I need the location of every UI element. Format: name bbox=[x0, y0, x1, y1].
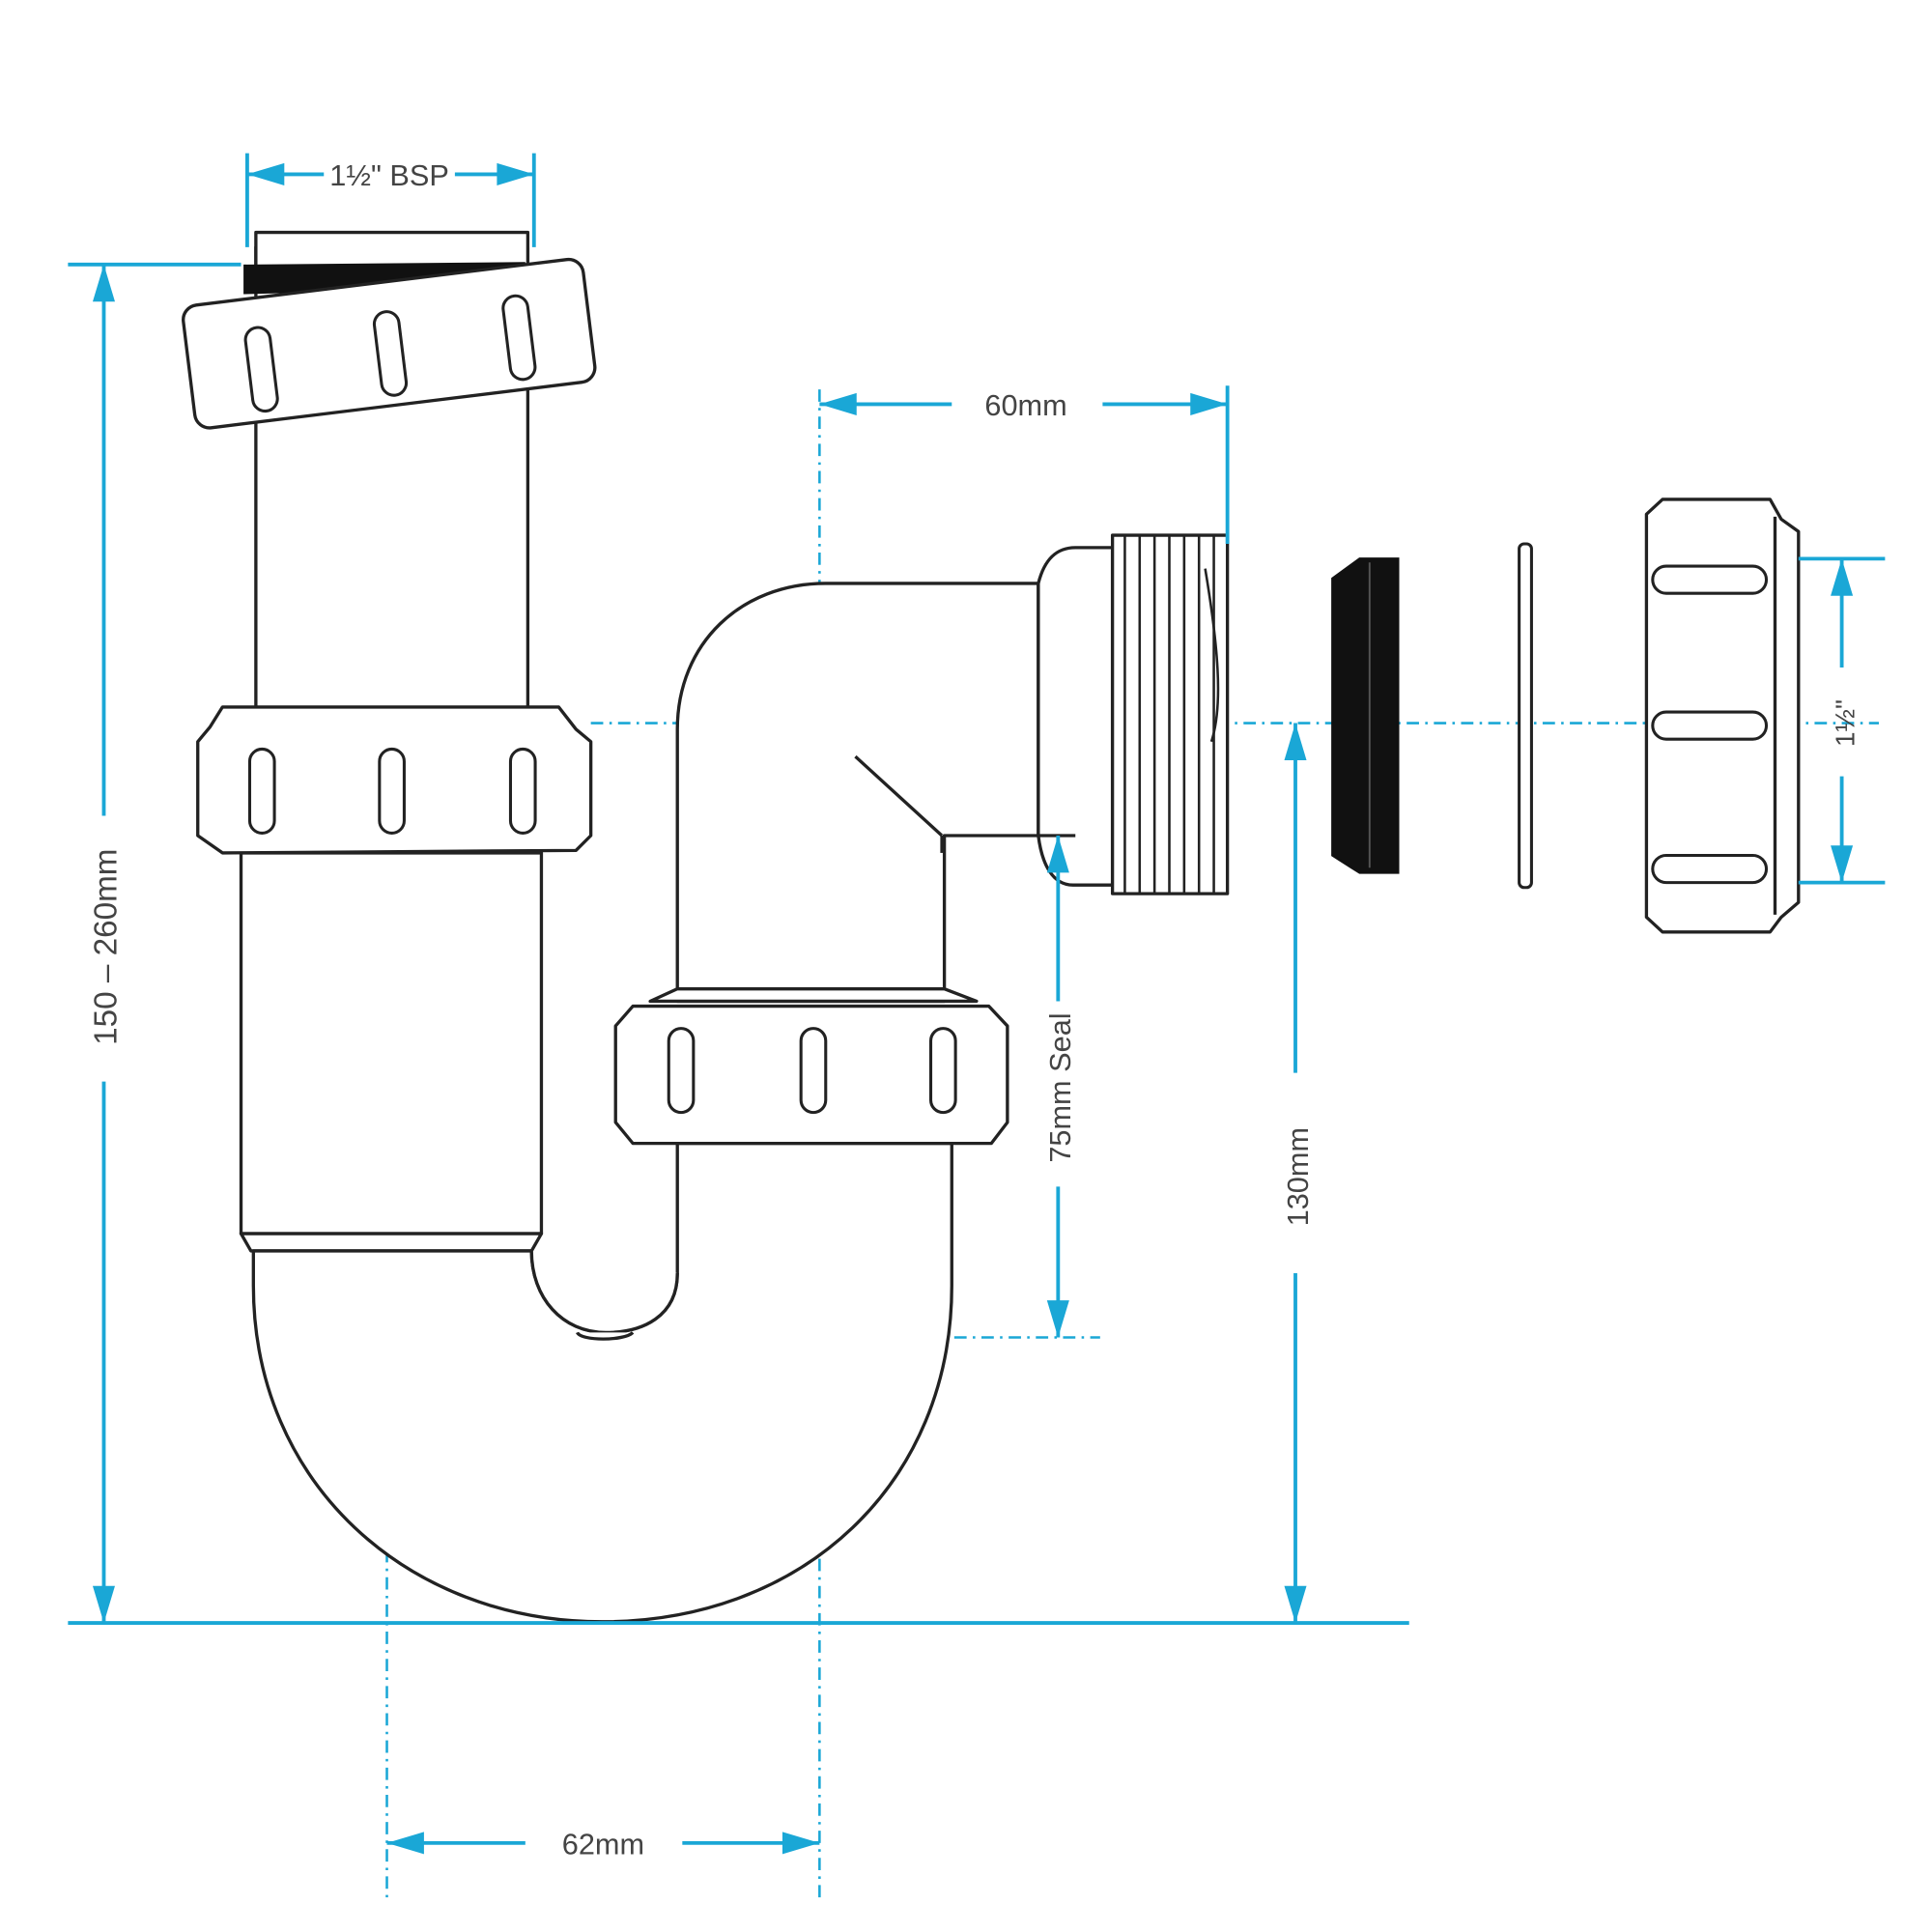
middle-compression-nut bbox=[196, 705, 593, 855]
height-range-label: 150 – 260mm bbox=[88, 849, 124, 1045]
dimension-outlet-height: 130mm bbox=[1281, 723, 1315, 1624]
dimension-outlet-size: 1½" bbox=[1798, 556, 1886, 885]
outlet-compression-nut bbox=[1644, 497, 1801, 934]
dimension-outlet-length: 60mm bbox=[819, 385, 1230, 545]
lower-compression-nut bbox=[613, 1004, 1009, 1146]
trap-body bbox=[239, 245, 1115, 1624]
dimension-bsp: 1½" BSP bbox=[244, 153, 536, 247]
top-compression-nut bbox=[182, 230, 597, 430]
bsp-size-label: 1½" BSP bbox=[329, 158, 449, 192]
outlet-thread bbox=[1110, 533, 1230, 895]
outlet-size-label: 1½" bbox=[1830, 699, 1860, 747]
spacing-label: 62mm bbox=[562, 1827, 644, 1861]
seal-cone-washer bbox=[1331, 557, 1400, 874]
flat-washer bbox=[1518, 542, 1533, 890]
dimension-spacing: 62mm bbox=[386, 1827, 820, 1861]
dimension-seal: 75mm Seal bbox=[1043, 836, 1077, 1338]
dimension-height-range: 150 – 260mm bbox=[68, 262, 1409, 1626]
outlet-length-label: 60mm bbox=[984, 388, 1066, 422]
outlet-height-label: 130mm bbox=[1281, 1127, 1315, 1226]
seal-depth-label: 75mm Seal bbox=[1043, 1012, 1077, 1162]
